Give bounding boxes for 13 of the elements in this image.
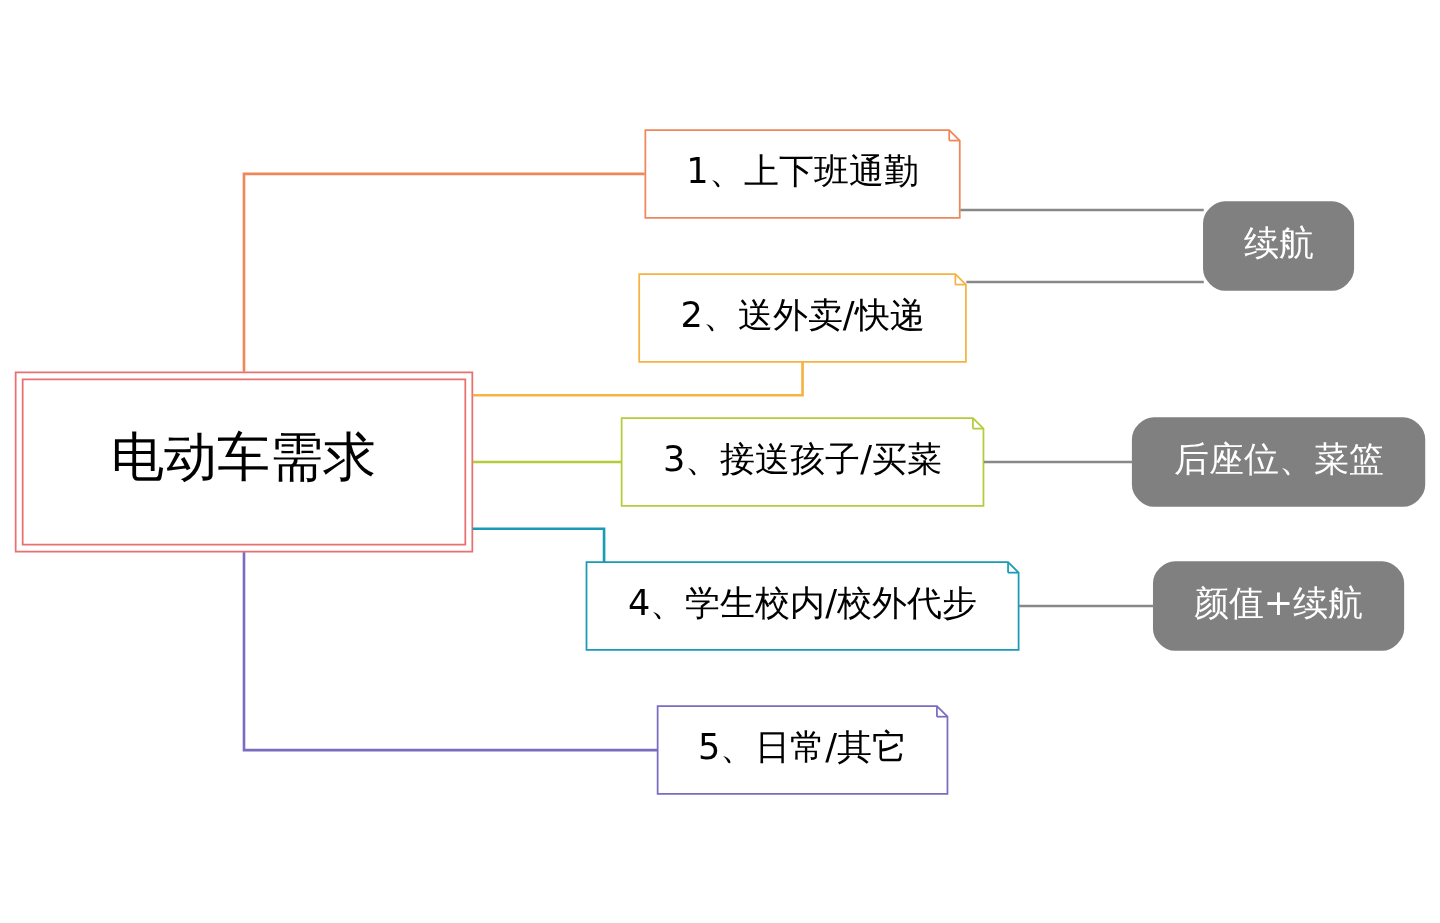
connector — [242, 551, 658, 751]
node-box: 后座位、菜篮 — [1131, 416, 1426, 507]
connector — [966, 280, 1204, 283]
connector — [960, 208, 1204, 211]
connector — [472, 460, 622, 463]
node-box: 颜值+续航 — [1152, 560, 1405, 651]
connector — [472, 526, 606, 562]
connector — [472, 361, 804, 397]
connector — [983, 460, 1133, 463]
node-box: 续航 — [1203, 200, 1355, 291]
node-box: 电动车需求 — [14, 371, 474, 552]
connector — [1018, 604, 1154, 607]
connector — [242, 172, 645, 372]
